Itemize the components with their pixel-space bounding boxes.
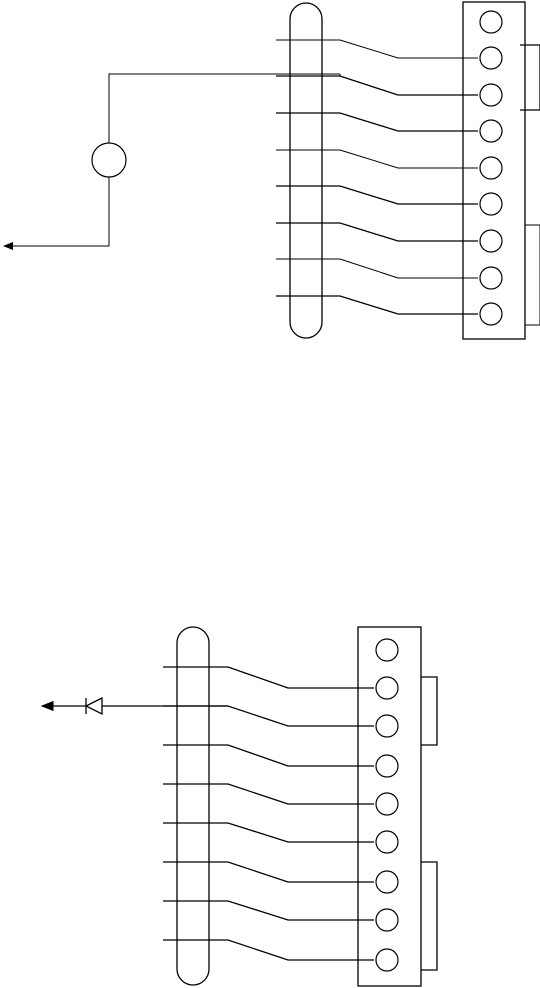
terminal-screw — [376, 715, 398, 737]
terminal-screw — [376, 677, 398, 699]
terminal-screw — [480, 157, 502, 179]
terminal-screw — [376, 909, 398, 931]
terminal-screw — [376, 639, 398, 661]
top-output-lead — [4, 177, 109, 246]
top-terminals — [480, 11, 502, 325]
top-diagram — [4, 2, 540, 339]
terminal-screw — [376, 949, 398, 971]
top-jumper-bracket-lower — [525, 225, 540, 325]
top-series-element — [92, 143, 126, 177]
terminal-screw — [480, 193, 502, 215]
bottom-jumper-bracket-lower — [421, 862, 437, 970]
terminal-screw — [480, 11, 502, 33]
bottom-terminals — [376, 639, 398, 971]
bottom-diode-symbol — [86, 698, 102, 714]
terminal-screw — [480, 84, 502, 106]
top-cable-bundle — [290, 3, 322, 338]
terminal-screw — [376, 831, 398, 853]
terminal-screw — [376, 793, 398, 815]
bottom-cable-bundle — [177, 627, 209, 985]
terminal-screw — [480, 47, 502, 69]
bottom-jumper-bracket-upper — [421, 677, 437, 745]
terminal-screw — [376, 755, 398, 777]
terminal-screw — [376, 871, 398, 893]
terminal-screw — [480, 303, 502, 325]
terminal-screw — [480, 120, 502, 142]
bottom-diagram — [42, 627, 437, 986]
terminal-screw — [480, 230, 502, 252]
terminal-screw — [480, 267, 502, 289]
